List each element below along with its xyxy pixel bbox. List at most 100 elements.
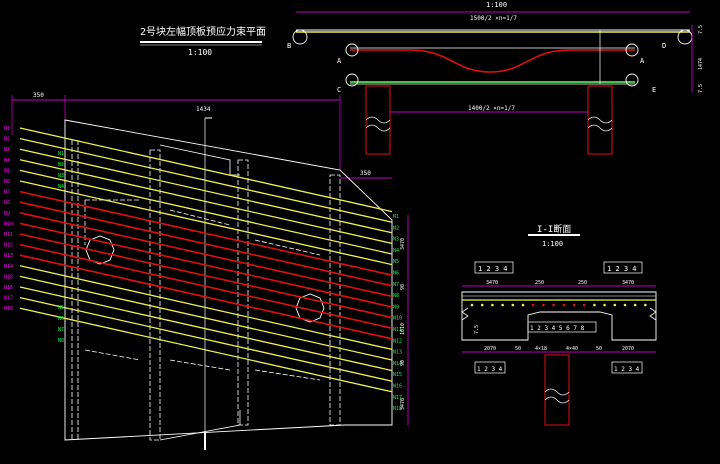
elevation-top-dim: 1500/2 ×n=1/7 <box>470 15 517 22</box>
tendon-label-right: N12 <box>393 338 402 344</box>
tendon-label-left: N10 <box>4 221 13 227</box>
section-tendon-dot <box>470 303 474 307</box>
section-bottom-dim-3: 4×18 <box>535 346 547 352</box>
section-pier-body <box>544 354 570 426</box>
tendon-label-left: N3 <box>4 147 10 153</box>
web-wall <box>237 159 249 426</box>
plan-dim-top-center: 1434 <box>196 106 211 113</box>
red-tendon <box>19 212 393 298</box>
red-tendon-profile <box>350 49 635 73</box>
plan-dim-top-left: 350 <box>33 92 44 99</box>
tendon-label-inner: N8 <box>58 338 64 344</box>
pier-left-break <box>365 116 391 132</box>
tendon-label-right: N7 <box>393 282 399 288</box>
anchor-c <box>345 73 359 87</box>
tendon-label-left: N18 <box>4 306 13 312</box>
section-tendon-dot <box>572 303 576 307</box>
tendon-label-right: N6 <box>393 271 399 277</box>
tendon-label-right: N4 <box>393 248 399 254</box>
yellow-tendon <box>19 148 393 234</box>
tendon-label-left: N17 <box>4 296 13 302</box>
plan-right-dim-5: 3470 <box>400 398 406 410</box>
red-tendon <box>19 190 393 276</box>
yellow-tendon <box>19 159 393 245</box>
section-top-dim-1: 3470 <box>486 280 498 286</box>
tendon-label-left: N2 <box>4 137 10 143</box>
section-pier <box>544 354 570 426</box>
anchor-a-right <box>625 43 639 57</box>
section-tendon-dot <box>542 303 545 307</box>
section-bottom-dim-2: 50 <box>515 346 521 352</box>
red-tendon <box>19 201 393 287</box>
section-bottom-dim-6: 2070 <box>622 346 634 352</box>
elevation-scale-top: 1:100 <box>486 1 507 9</box>
tendon-label-left: N4 <box>4 158 10 164</box>
section-break-right <box>649 307 657 321</box>
plan-title: 2号块左幅顶板预应力束平面 <box>140 25 266 38</box>
section-top-dim-3: 250 <box>578 280 587 286</box>
plan-manhole-left <box>85 235 115 265</box>
section-box-bottom-right-label: 1 2 3 4 <box>614 366 640 373</box>
section-box-top-right-label: 1 2 3 4 <box>607 265 637 273</box>
section-tendon-dots <box>470 303 647 307</box>
section-tendon-dot <box>603 303 606 307</box>
tendon-label-right: N18 <box>393 406 402 412</box>
tendon-label-right: N2 <box>393 225 399 231</box>
section-tendon-dot <box>593 303 596 307</box>
elevation-right-dim-1: 7.5 <box>698 25 704 34</box>
tendon-label-left: N1 <box>4 126 10 132</box>
section-tendon-dot <box>623 303 627 307</box>
section-tendon-dot <box>613 303 617 307</box>
section-tendon-dot <box>511 303 515 307</box>
yellow-tendon <box>19 296 393 382</box>
tendon-label-inner: N3 <box>58 173 64 179</box>
tendon-label-right: N1 <box>393 214 399 220</box>
tendon-label-left: N14 <box>4 264 13 270</box>
tendon-label-right: N11 <box>393 327 402 333</box>
section-top-dim-2: 250 <box>535 280 544 286</box>
box-void <box>169 209 231 226</box>
tendon-label-inner: N7 <box>58 327 64 333</box>
plan-tendon-group <box>19 127 393 393</box>
elevation-right-dim-2: 1474 <box>698 58 704 70</box>
plan-dim-right: 350 <box>360 170 371 177</box>
box-void <box>169 359 231 371</box>
yellow-tendon <box>19 307 393 393</box>
section-top-dim-4: 3470 <box>622 280 634 286</box>
yellow-tendon <box>19 275 393 361</box>
section-tendon-dot <box>582 303 586 307</box>
section-box-mid <box>527 321 597 333</box>
tendon-label-right: N8 <box>393 293 399 299</box>
yellow-tendon <box>19 180 393 266</box>
section-bottom-dim-1: 2070 <box>484 346 496 352</box>
section-tendon-dot <box>480 303 484 307</box>
section-break-left <box>461 307 469 321</box>
section-tendon-dot <box>562 303 566 307</box>
tendon-label-right: N3 <box>393 237 399 243</box>
tendon-label-inner: N1 <box>58 151 64 157</box>
anchor-b <box>292 29 308 45</box>
section-box-mid-label: 1 2 3 4 5 6 7 8 <box>530 325 585 332</box>
elevation-bottom-dim: 1400/2 ×n=1/7 <box>468 105 515 112</box>
section-bottom-dim-4: 4×40 <box>566 346 578 352</box>
tendon-label-left: N6 <box>4 179 10 185</box>
section-view: I-I断面 1:100 1 2 3 4 1 2 3 4 3470 250 250… <box>461 223 657 426</box>
section-tendon-dot <box>644 303 647 307</box>
plan-right-label-column: N1N2N3N4N5N6N7N8N9N10N11N12N13N14N15N16N… <box>393 214 402 412</box>
tendon-label-right: N13 <box>393 350 402 356</box>
tendon-label-left: N5 <box>4 168 10 174</box>
plan-scale: 1:100 <box>188 48 212 57</box>
tendon-label-left: N8 <box>4 200 10 206</box>
tendon-label-inner: N4 <box>58 184 64 190</box>
tendon-label-left: N7 <box>4 190 10 196</box>
anchor-a-left <box>345 43 359 57</box>
elevation-view: 1:100 1500/2 ×n=1/7 B A C D A E 7.5 1474… <box>287 1 704 155</box>
section-box-top-right <box>603 261 643 274</box>
tendon-label-inner: N5 <box>58 305 64 311</box>
box-void <box>254 369 321 381</box>
point-label-b: B <box>287 42 291 50</box>
plan-right-dim-1: 3470 <box>400 238 406 250</box>
red-tendon <box>19 233 393 319</box>
section-tendon-dot <box>633 303 637 307</box>
